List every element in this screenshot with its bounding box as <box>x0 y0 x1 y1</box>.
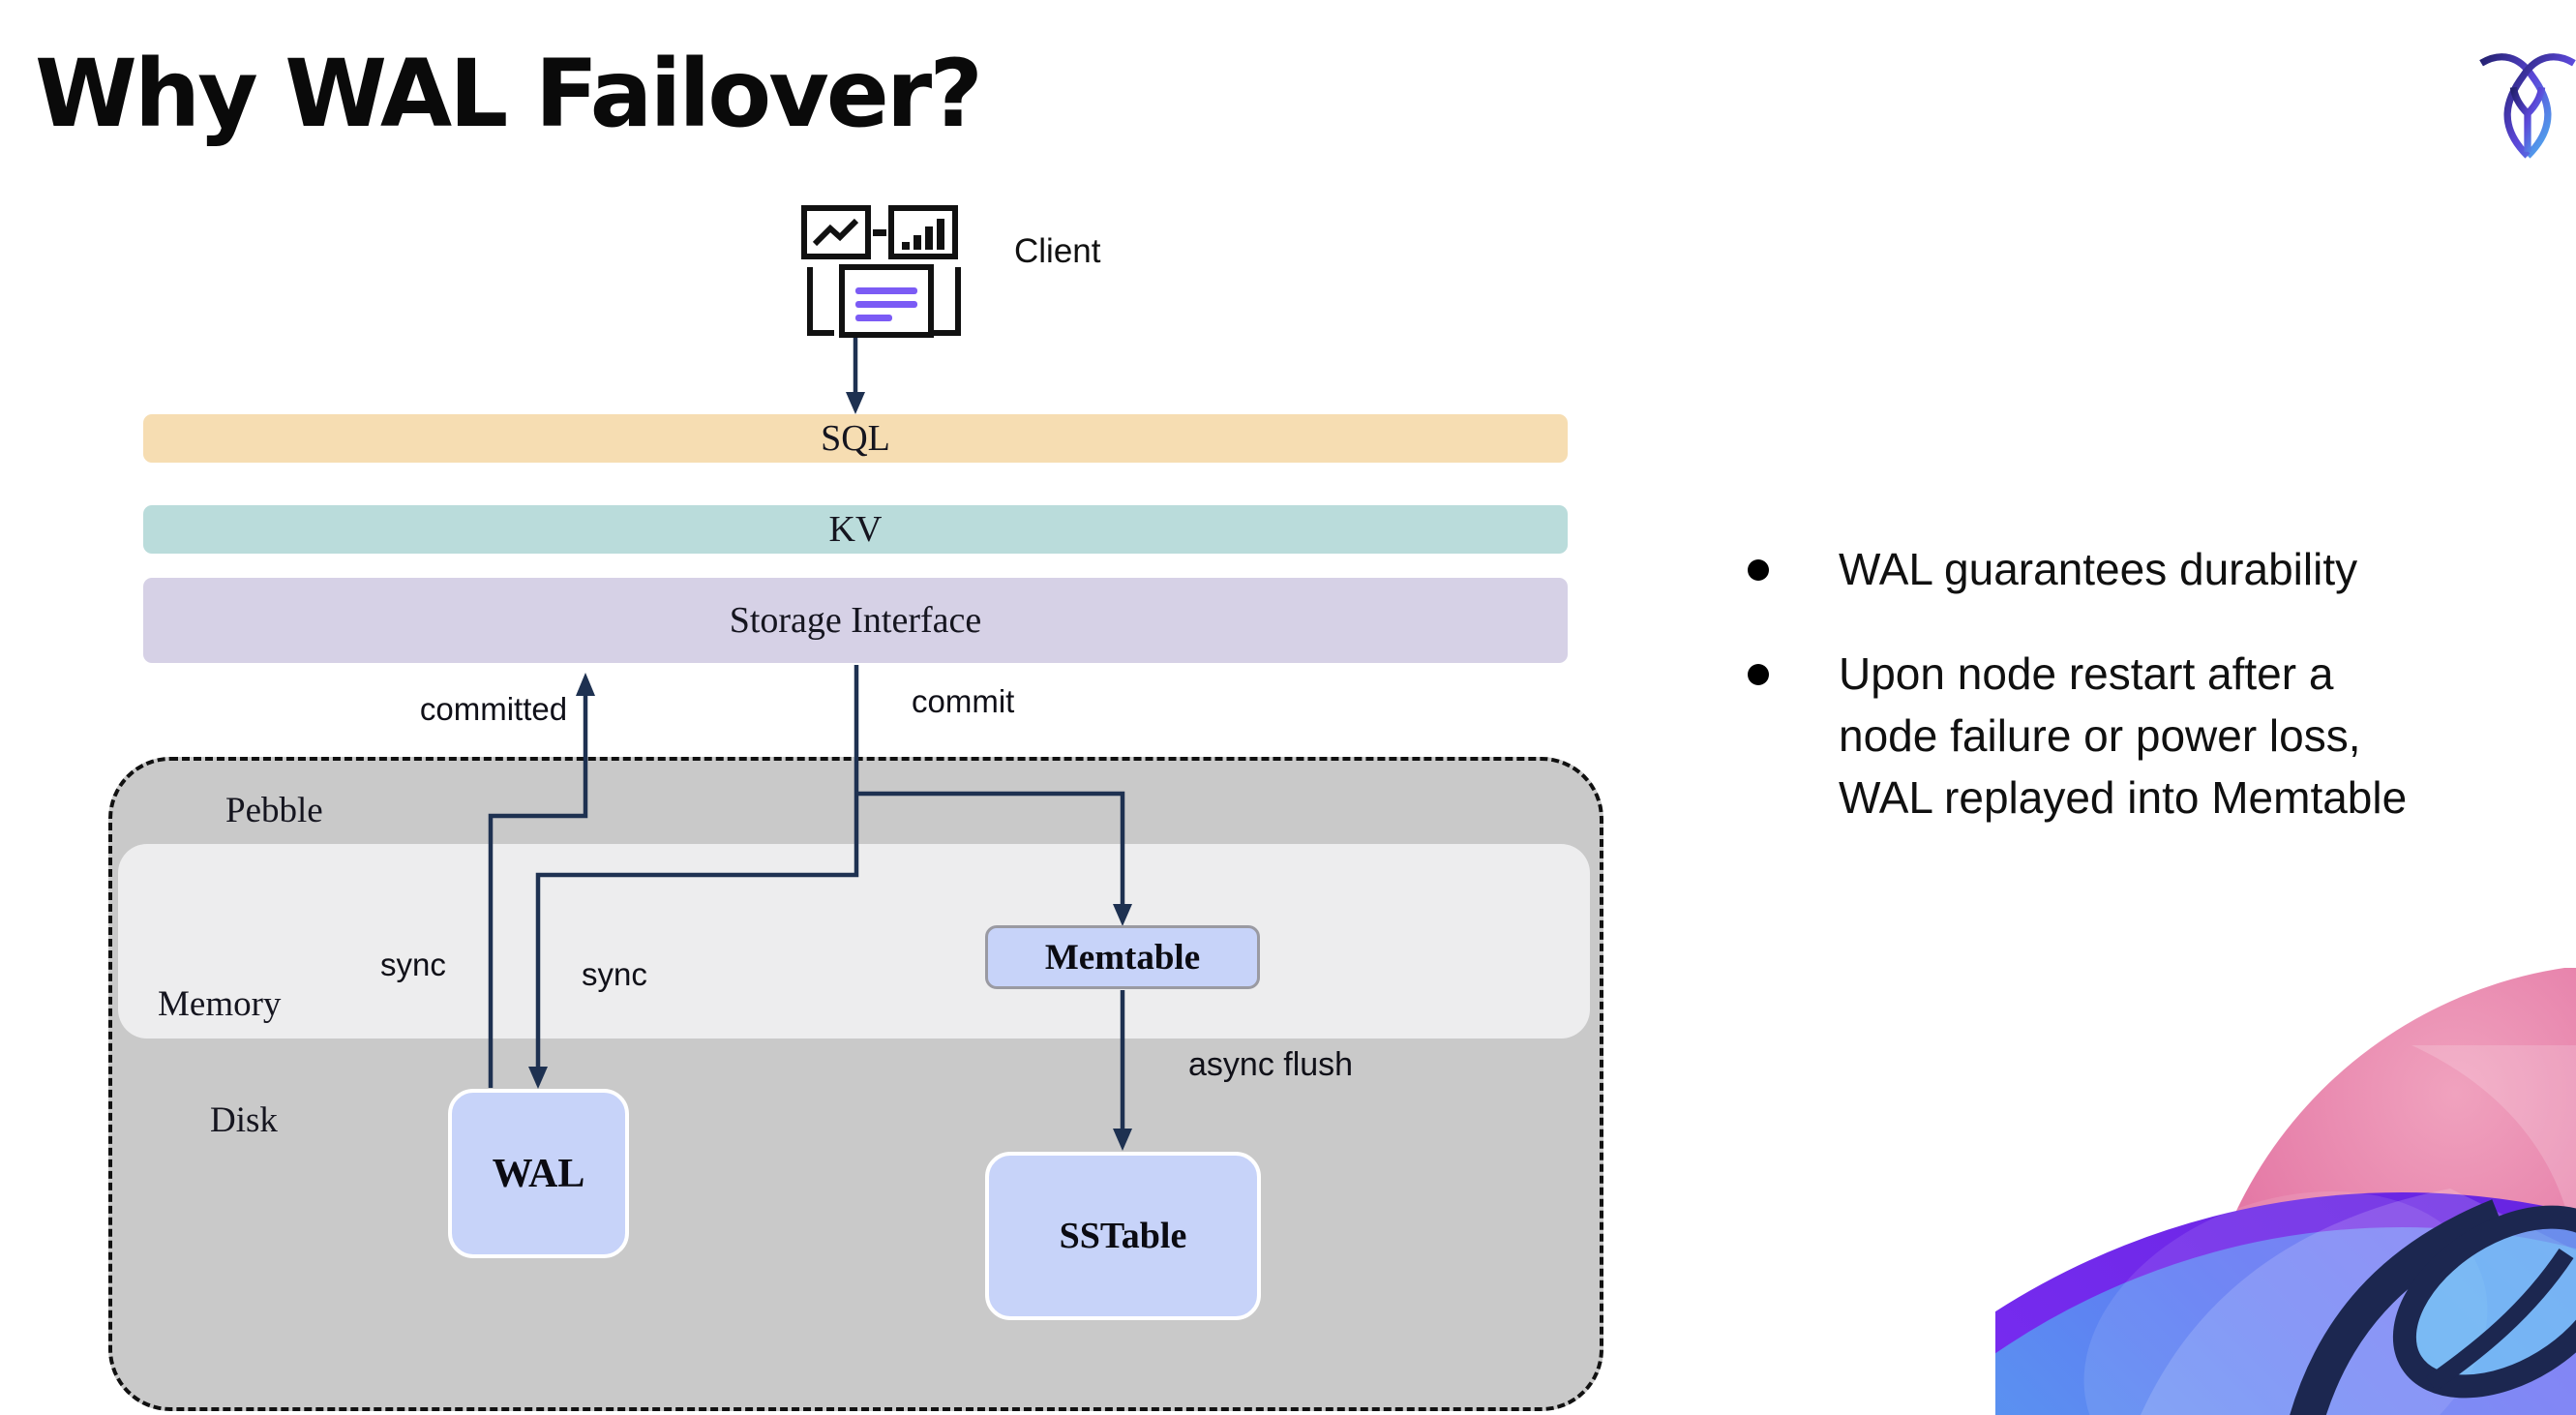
node-sstable: SSTable <box>985 1152 1261 1320</box>
edge-label-sync-right: sync <box>582 956 647 992</box>
logo-right-antenna-body <box>2503 53 2576 159</box>
node-memtable-label: Memtable <box>1044 937 1201 978</box>
edge-label-async-flush: async flush <box>1188 1046 1354 1083</box>
line-chart-zigzag <box>812 218 859 247</box>
layer-bar-storage-interface: Storage Interface <box>143 578 1568 663</box>
edge-label-sync-left: sync <box>380 947 446 982</box>
document-lines <box>855 287 917 321</box>
art-purple-ring <box>1995 1192 2576 1354</box>
bullet-item: Upon node restart after a node failure o… <box>1748 643 2576 828</box>
bullet-line: WAL guarantees durability <box>1839 544 2358 594</box>
node-sstable-label: SSTable <box>1059 1216 1187 1256</box>
page-title: Why WAL Failover? <box>35 40 983 148</box>
memory-band <box>118 844 1590 1039</box>
node-wal-label: WAL <box>492 1151 585 1196</box>
memory-label: Memory <box>158 984 282 1024</box>
node-memtable: Memtable <box>985 925 1260 989</box>
disk-label: Disk <box>210 1100 278 1140</box>
icon-dash <box>873 229 886 236</box>
art-leaf-vein <box>2425 1249 2574 1392</box>
arrowhead-sql <box>846 392 865 414</box>
art-pink-petal <box>2411 1045 2576 1278</box>
edge-label-commit: commit <box>912 683 1015 719</box>
client-icon <box>801 205 961 338</box>
layer-bar-sql: SQL <box>143 414 1568 463</box>
bracket-left <box>807 267 834 336</box>
edge-label-committed: committed <box>419 691 568 727</box>
layer-label-kv: KV <box>828 509 883 550</box>
bracket-right <box>934 267 961 336</box>
layer-label-sql: SQL <box>821 418 890 459</box>
bullet-line: WAL replayed into Memtable <box>1839 772 2408 823</box>
bullet-text: WAL guarantees durability <box>1839 538 2357 600</box>
bullet-item: WAL guarantees durability <box>1748 538 2576 600</box>
bullet-dot-icon <box>1748 559 1769 581</box>
layer-label-storage-interface: Storage Interface <box>729 600 982 641</box>
bar-chart-icon <box>888 205 958 259</box>
node-wal: WAL <box>448 1089 629 1258</box>
logo-wishbone <box>2509 86 2546 152</box>
bullet-dot-icon <box>1748 664 1769 685</box>
pebble-label: Pebble <box>225 791 323 830</box>
layer-bar-kv: KV <box>143 505 1568 554</box>
bar-chart-bars <box>902 219 944 250</box>
logo-left-antenna-body <box>2479 53 2552 159</box>
client-label: Client <box>1014 232 1101 270</box>
cockroachdb-brand-art <box>1995 968 2576 1415</box>
cockroachdb-logo <box>2479 53 2576 159</box>
bullet-text: Upon node restart after a node failure o… <box>1839 643 2407 828</box>
art-navy-stem <box>2290 1199 2505 1415</box>
bullet-line: Upon node restart after a <box>1839 648 2334 699</box>
bullet-line: node failure or power loss, <box>1839 710 2361 761</box>
bullet-list: WAL guarantees durability Upon node rest… <box>1748 538 2576 871</box>
